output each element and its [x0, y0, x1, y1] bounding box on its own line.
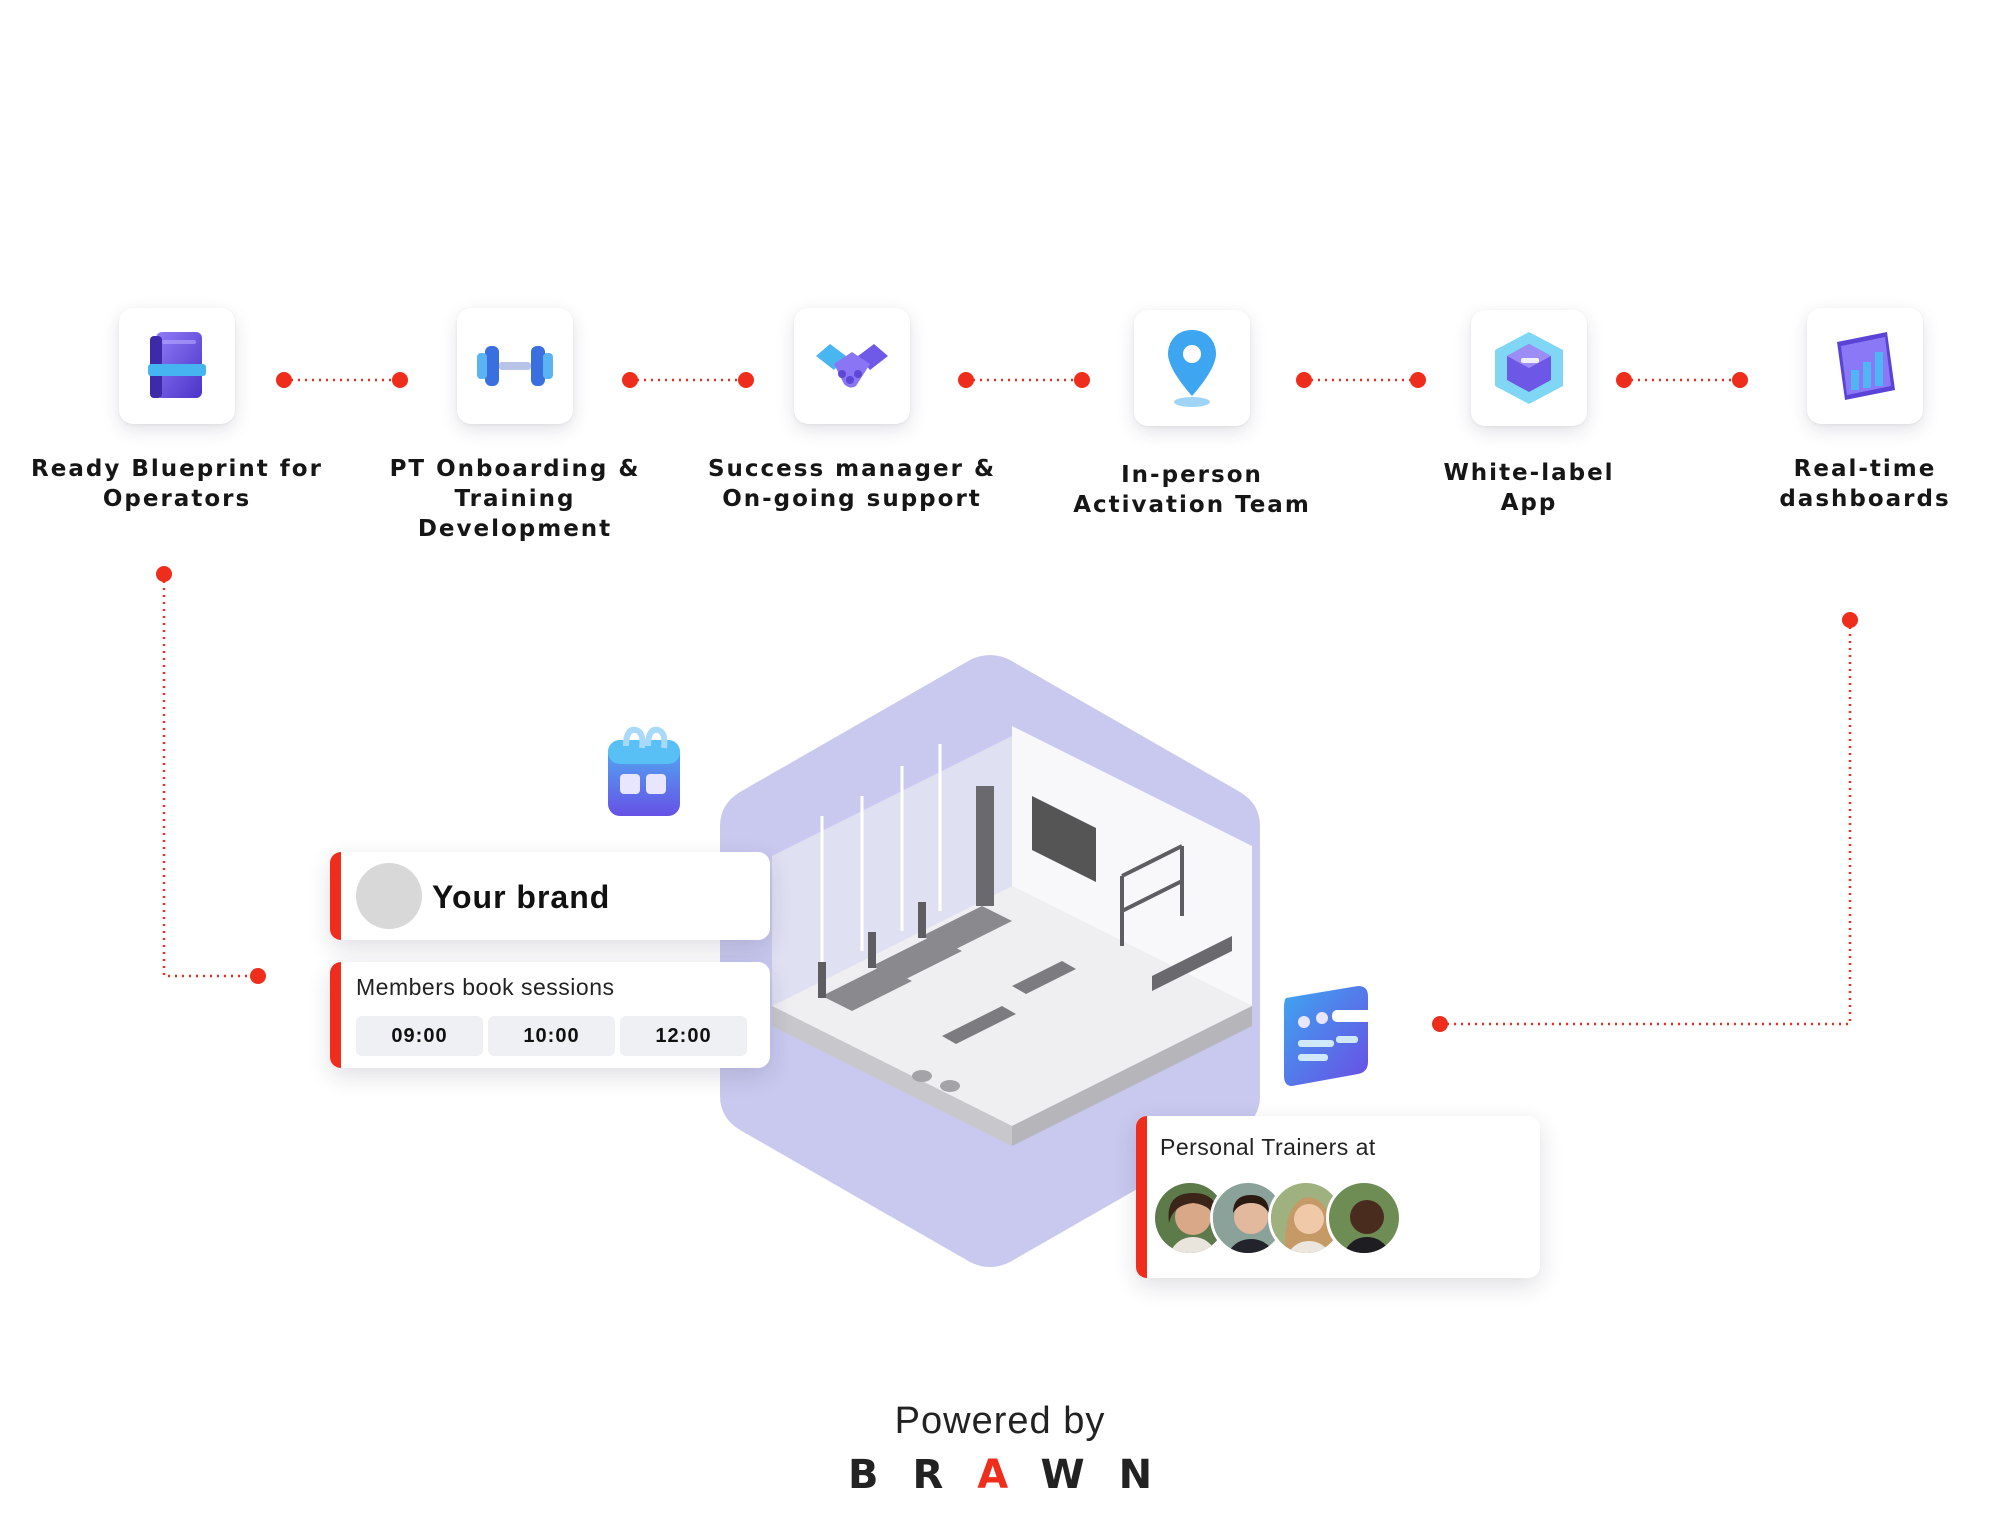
step-icon-tile	[1471, 310, 1587, 426]
time-slots: 09:00 10:00 12:00	[356, 1016, 747, 1056]
bar-chart-icon	[1837, 332, 1895, 400]
step-label: White-label App	[1443, 460, 1615, 516]
step-label: In-person Activation Team	[1073, 462, 1311, 518]
personal-trainers-card: Personal Trainers at	[1136, 1116, 1540, 1278]
step-ready-blueprint: Ready Blueprint for Operators	[27, 308, 327, 514]
time-slot-button[interactable]: 09:00	[356, 1016, 483, 1056]
powered-by-label: Powered by	[894, 1400, 1106, 1442]
booking-card: Members book sessions 09:00 10:00 12:00	[330, 962, 770, 1068]
dashboard-widget-icon	[1278, 980, 1374, 1093]
gym-hexagon	[712, 646, 1268, 1276]
dumbbell-icon	[477, 346, 553, 386]
booking-title: Members book sessions	[356, 974, 615, 1000]
location-pin-icon	[1168, 330, 1216, 407]
avatar	[1326, 1180, 1402, 1256]
time-slot-button[interactable]: 12:00	[620, 1016, 747, 1056]
brand-name: Your brand	[432, 879, 611, 915]
brand-card: Your brand	[330, 852, 770, 940]
step-icon-tile	[794, 308, 910, 424]
step-pt-onboarding: PT Onboarding & Training Development	[365, 308, 665, 544]
trainer-avatars	[1152, 1180, 1412, 1260]
trainers-title: Personal Trainers at	[1160, 1134, 1376, 1160]
step-icon-tile	[119, 308, 235, 424]
step-icon-tile	[1134, 310, 1250, 426]
step-label: Success manager & On-going support	[707, 456, 997, 512]
handshake-icon	[816, 344, 888, 388]
brand-logo-placeholder	[356, 863, 422, 929]
step-white-label-app: White-label App	[1379, 310, 1679, 518]
accent-bar	[330, 852, 341, 940]
calendar-icon	[604, 724, 686, 827]
accent-bar	[1136, 1116, 1147, 1278]
step-real-time-dashboards: Real-time dashboards	[1715, 308, 2000, 514]
time-slot-button[interactable]: 10:00	[488, 1016, 615, 1056]
gym-illustration	[720, 655, 1260, 1267]
app-cube-icon	[1495, 332, 1563, 404]
step-label: Ready Blueprint for Operators	[31, 456, 323, 512]
step-success-manager: Success manager & On-going support	[702, 308, 1002, 514]
step-in-person-activation: In-person Activation Team	[1042, 310, 1342, 520]
book-icon	[148, 332, 206, 398]
step-label: Real-time dashboards	[1779, 456, 1951, 512]
step-label: PT Onboarding & Training Development	[389, 456, 641, 542]
step-icon-tile	[1807, 308, 1923, 424]
brawn-logo: BRAWN	[847, 1452, 1187, 1498]
accent-bar	[330, 962, 341, 1068]
step-icon-tile	[457, 308, 573, 424]
